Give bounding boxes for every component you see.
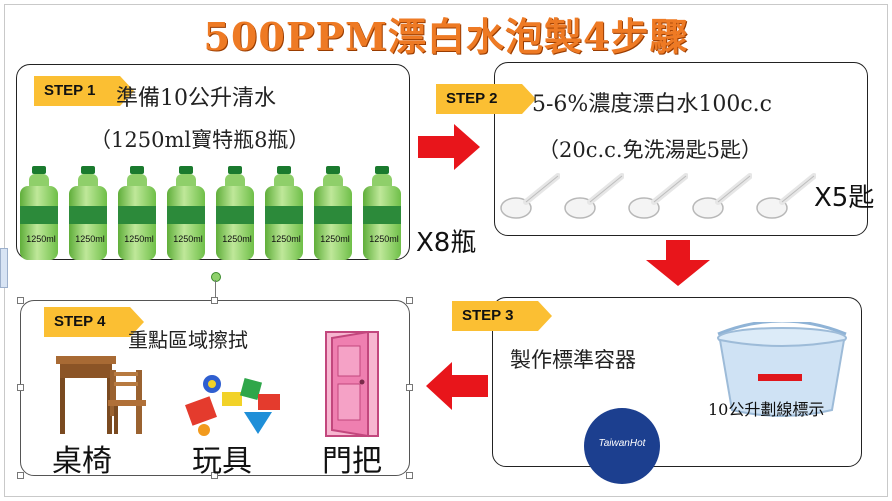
bottle-volume-label: 1250ml bbox=[222, 234, 252, 244]
resize-handle-tr[interactable] bbox=[406, 297, 413, 304]
resize-handle-tl[interactable] bbox=[17, 297, 24, 304]
spoon-icon bbox=[564, 173, 624, 219]
toys-icon bbox=[185, 375, 280, 436]
bottle-volume-label: 1250ml bbox=[369, 234, 399, 244]
step3-line1: 製作標準容器 bbox=[510, 348, 636, 372]
bottle-icon: 1250ml bbox=[67, 166, 109, 262]
step1-multiplier: X8瓶 bbox=[416, 228, 477, 258]
resize-handle-mr[interactable] bbox=[406, 384, 413, 391]
bottle-icon: 1250ml bbox=[214, 166, 256, 262]
bottle-volume-label: 1250ml bbox=[173, 234, 203, 244]
step2-line1: 5-6%濃度漂白水100c.c bbox=[532, 92, 772, 117]
bottle-volume-label: 1250ml bbox=[271, 234, 301, 244]
resize-handle-bl[interactable] bbox=[17, 472, 24, 479]
arrow-right-icon bbox=[418, 124, 480, 170]
resize-handle-br[interactable] bbox=[406, 472, 413, 479]
bottle-icon: 1250ml bbox=[116, 166, 158, 262]
step2-line2: （20c.c.免洗湯匙5匙） bbox=[538, 138, 762, 162]
panel-collapse-handle[interactable] bbox=[0, 248, 8, 288]
bottle-volume-label: 1250ml bbox=[75, 234, 105, 244]
resize-handle-bc[interactable] bbox=[211, 472, 218, 479]
item-label-desk: 桌椅 bbox=[52, 444, 112, 479]
logo-text: TaiwanHot bbox=[598, 438, 646, 449]
step3-tag: STEP 3 bbox=[452, 301, 552, 331]
bottle-icon: 1250ml bbox=[361, 166, 403, 262]
step4-line1: 重點區域擦拭 bbox=[128, 328, 248, 352]
bottle-row: 1250ml 1250ml 1250ml 1250ml 1250ml 1250ml 1250… bbox=[18, 166, 408, 262]
step2-tag: STEP 2 bbox=[436, 84, 536, 114]
arrow-down-icon bbox=[646, 240, 710, 286]
spoon-icon bbox=[692, 173, 752, 219]
taiwanhot-logo: TaiwanHot bbox=[584, 408, 660, 484]
bottle-volume-label: 1250ml bbox=[26, 234, 56, 244]
bottle-icon: 1250ml bbox=[165, 166, 207, 262]
bottle-icon: 1250ml bbox=[312, 166, 354, 262]
bucket-label: 10公升劃線標示 bbox=[708, 400, 825, 419]
page-title: 500PPM漂白水泡製4步驟 bbox=[203, 14, 689, 59]
rotate-connector bbox=[215, 280, 216, 298]
spoon-icon bbox=[500, 173, 560, 219]
step1-line2: （1250ml寶特瓶8瓶） bbox=[90, 128, 310, 152]
step1-line1: 準備10公升清水 bbox=[116, 86, 276, 111]
resize-handle-tc[interactable] bbox=[211, 297, 218, 304]
desk-chair-icon bbox=[56, 356, 146, 434]
bottle-volume-label: 1250ml bbox=[320, 234, 350, 244]
resize-handle-ml[interactable] bbox=[17, 384, 24, 391]
door-icon bbox=[325, 330, 379, 438]
bucket-icon bbox=[717, 322, 847, 417]
spoon-icon bbox=[756, 173, 816, 219]
rotate-handle[interactable] bbox=[211, 272, 221, 282]
spoon-icon bbox=[628, 173, 688, 219]
step2-multiplier: X5匙 bbox=[814, 183, 875, 213]
step1-tag: STEP 1 bbox=[34, 76, 134, 106]
bottle-icon: 1250ml bbox=[263, 166, 305, 262]
step4-tag: STEP 4 bbox=[44, 307, 144, 337]
item-label-toys: 玩具 bbox=[192, 444, 252, 479]
watermark-text: 好新 bbox=[720, 416, 793, 454]
arrow-left-icon bbox=[426, 362, 488, 410]
bottle-volume-label: 1250ml bbox=[124, 234, 154, 244]
step2-box bbox=[494, 62, 868, 236]
spoon-row bbox=[500, 172, 820, 222]
item-label-door: 門把 bbox=[322, 444, 382, 479]
bottle-icon: 1250ml bbox=[18, 166, 60, 262]
